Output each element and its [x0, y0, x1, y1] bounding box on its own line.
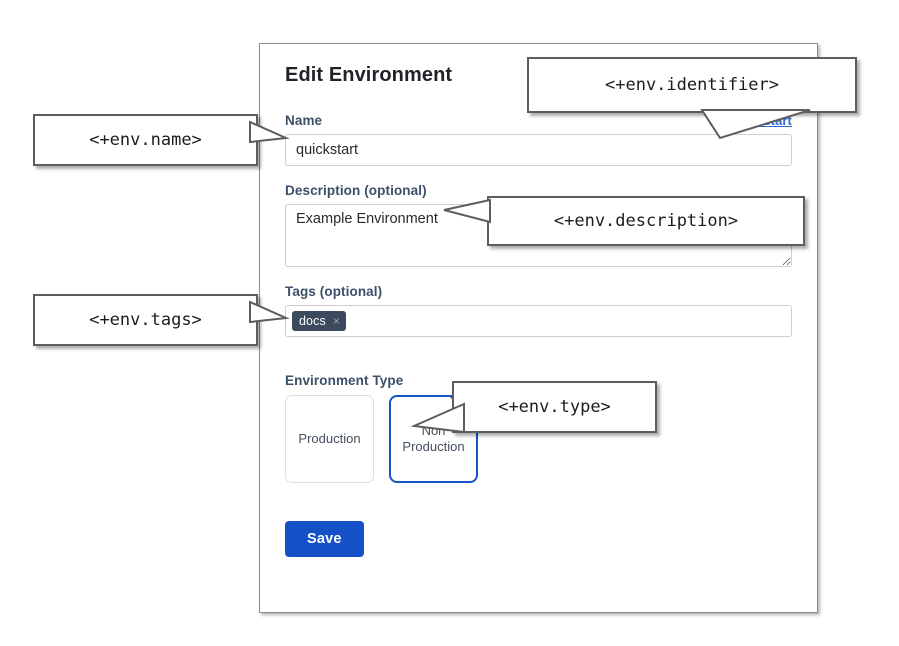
annotation-callout-env-description: <+env.description> — [487, 196, 805, 246]
production-card-label: Production — [298, 430, 361, 446]
tag-chip-label: docs — [299, 314, 326, 328]
non-production-label-line2: Production — [402, 439, 465, 454]
tags-input[interactable]: docs × — [285, 305, 792, 337]
tags-field-block: Tags (optional) docs × — [285, 284, 792, 337]
annotation-tail-env-description — [443, 198, 491, 224]
annotation-callout-env-type: <+env.type> — [452, 381, 657, 433]
name-label: Name — [285, 113, 323, 128]
annotation-tail-env-tags — [249, 300, 290, 324]
annotation-tail-env-name — [249, 120, 290, 144]
tags-label: Tags (optional) — [285, 284, 383, 299]
environment-type-option-production[interactable]: Production — [285, 395, 374, 483]
annotation-tail-env-type — [410, 402, 465, 434]
description-label: Description (optional) — [285, 183, 427, 198]
annotation-callout-env-name: <+env.name> — [33, 114, 258, 166]
page-title: Edit Environment — [285, 64, 453, 86]
annotation-tail-env-identifier — [700, 109, 811, 140]
save-button[interactable]: Save — [285, 521, 364, 557]
name-field-block: Name ID:quickstart — [285, 113, 792, 166]
tag-chip: docs × — [292, 311, 346, 331]
annotation-callout-env-tags: <+env.tags> — [33, 294, 258, 346]
remove-tag-icon[interactable]: × — [332, 314, 340, 328]
environment-type-label: Environment Type — [285, 373, 404, 388]
name-input[interactable] — [285, 134, 792, 166]
annotation-callout-env-identifier: <+env.identifier> — [527, 57, 857, 113]
